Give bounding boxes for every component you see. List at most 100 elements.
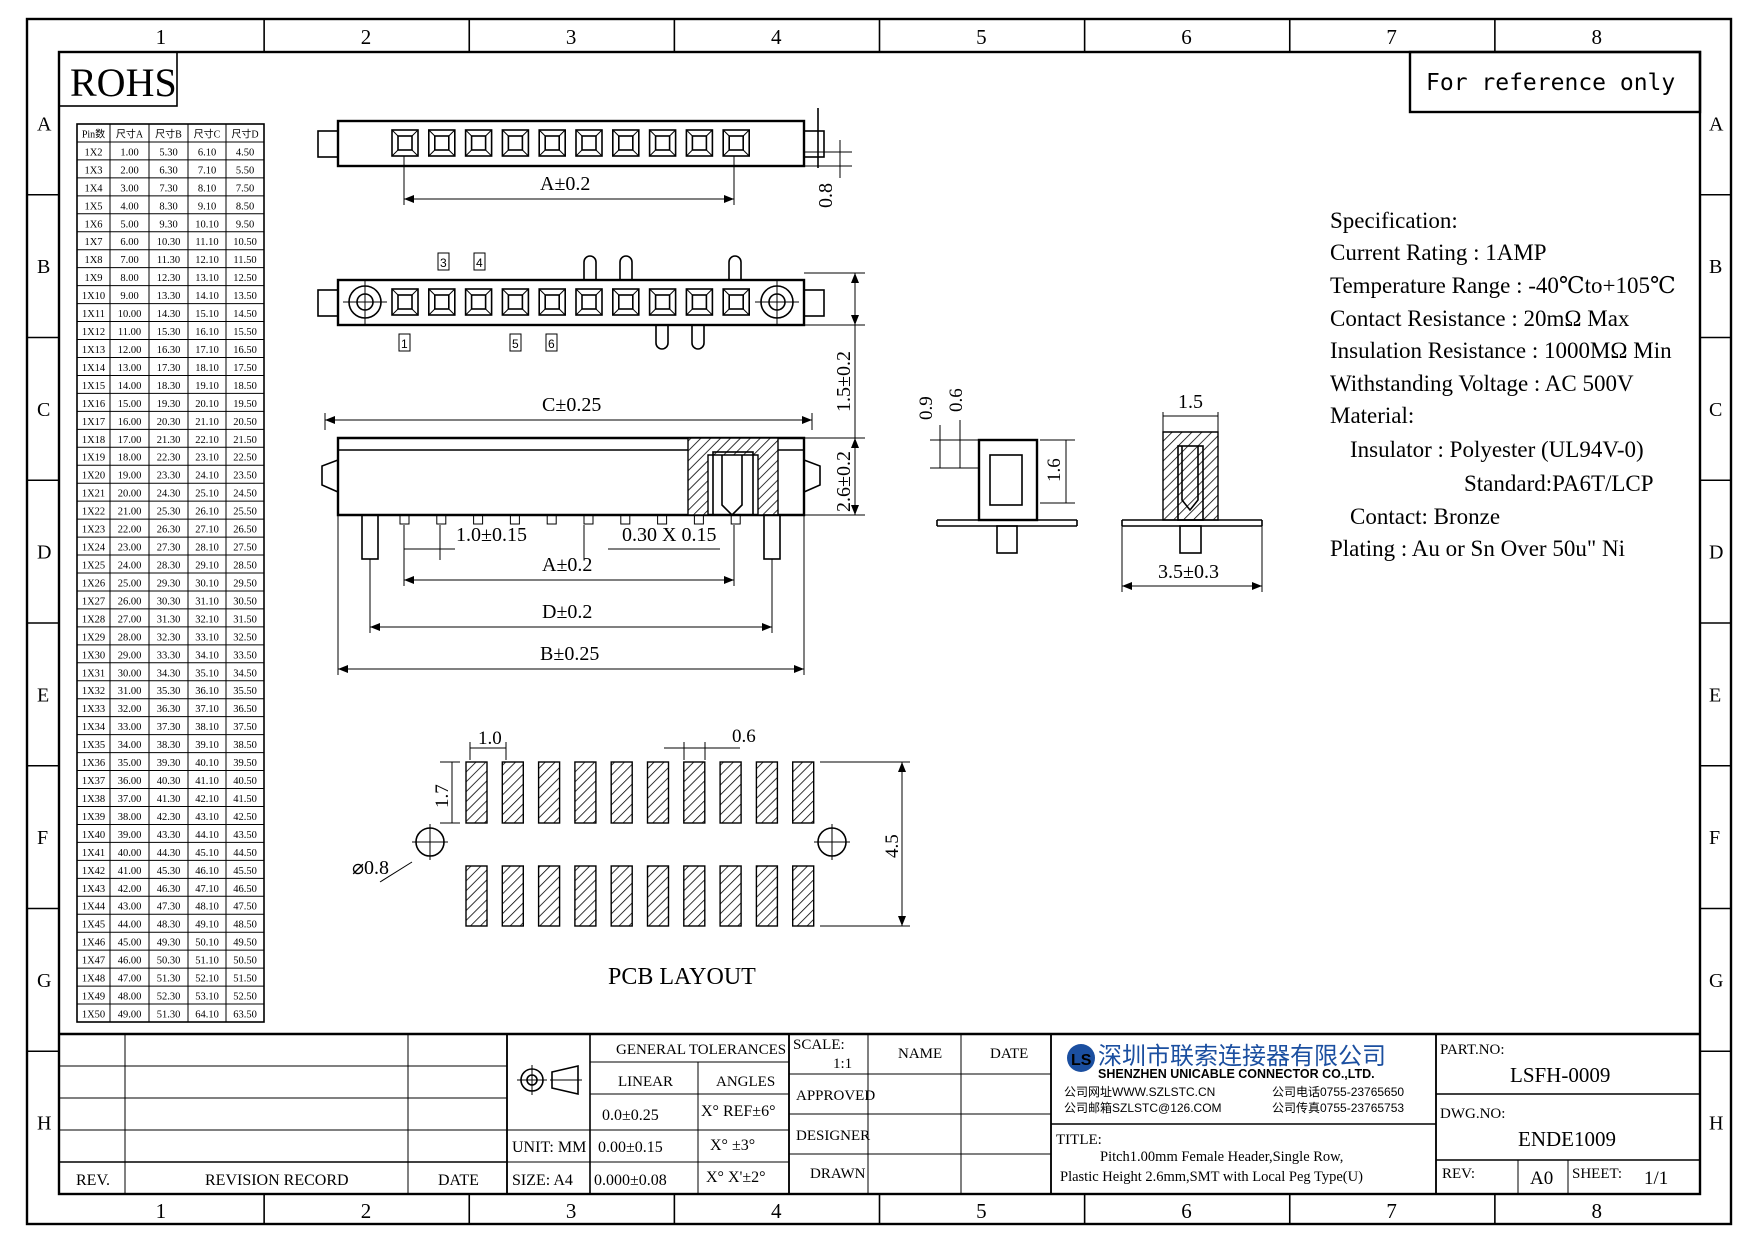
pin-table-cell: 1X8 [84, 255, 102, 266]
pin-table-cell: 32.30 [157, 632, 181, 643]
revision-record-header: REVISION RECORD [205, 1172, 349, 1189]
pcb-pad-top [683, 761, 706, 824]
pin-table-cell: 21.00 [118, 507, 142, 518]
pin-table-cell: 5.50 [236, 165, 254, 176]
pin-table-cell: 51.10 [195, 956, 219, 967]
front-contact-row [391, 288, 751, 316]
size: SIZE: A4 [512, 1172, 573, 1189]
linear-tol-1: 0.0±0.25 [602, 1107, 659, 1124]
pin-table-cell: 50.50 [233, 956, 257, 967]
pin-label-3: 3 [440, 256, 447, 270]
contact-cell [427, 288, 456, 316]
pin-table-cell: 30.00 [118, 668, 142, 679]
pin-table-cell: 18.00 [118, 453, 142, 464]
pin-table-cell: 26.00 [118, 596, 142, 607]
pin-table-cell: 25.10 [195, 489, 219, 500]
pin-table-cell: 1X6 [84, 219, 102, 230]
zone-row-left: D [37, 542, 51, 564]
dim-2-6: 2.6±0.2 [833, 451, 855, 512]
dim-pcb-pad-len: 1.7 [432, 784, 453, 808]
pin-table-cell: 38.30 [157, 740, 181, 751]
pin-table-cell: 31.50 [233, 614, 257, 625]
pin-table-cell: 31.00 [118, 686, 142, 697]
pin-table-cell: 52.50 [233, 992, 257, 1003]
pin-table-cell: 46.10 [195, 866, 219, 877]
pin-table-cell: 10.00 [118, 309, 142, 320]
pin-table-cell: 43.30 [157, 830, 181, 841]
pin-table-cell: 46.30 [157, 884, 181, 895]
pin-table-cell: 9.50 [236, 219, 254, 230]
pin-table-cell: 尺寸D [231, 127, 258, 140]
pin-table-cell: 11.10 [195, 237, 218, 248]
pin-table-cell: 48.30 [157, 920, 181, 931]
pcb-pad-bottom [792, 865, 815, 927]
pin-table-cell: 19.30 [157, 399, 181, 410]
pin-table-cell: 1X28 [82, 614, 105, 625]
designer-label: DESIGNER [796, 1128, 870, 1144]
pin-table-cell: 36.50 [233, 704, 257, 715]
pin-table-cell: 1X11 [82, 309, 105, 320]
pin-label-6: 6 [548, 337, 555, 351]
pin-table-cell: 42.50 [233, 812, 257, 823]
title-line-1: Pitch1.00mm Female Header,Single Row, [1100, 1149, 1343, 1165]
zone-col-top: 2 [361, 25, 372, 49]
zone-row-right: E [1709, 684, 1721, 706]
pin-table-cell: 47.30 [157, 902, 181, 913]
pin-table-cell: 20.30 [157, 417, 181, 428]
pin-table-cell: 50.10 [195, 938, 219, 949]
pin-table-cell: 1X12 [82, 327, 105, 338]
pin-table-cell: 1X45 [82, 920, 105, 931]
zone-row-left: F [37, 827, 48, 849]
pin-table-cell: 44.10 [195, 830, 219, 841]
pin-table-cell: 1X10 [82, 291, 105, 302]
pin-table-cell: 1X34 [82, 722, 106, 733]
pin-table-cell: 48.10 [195, 902, 219, 913]
dim-a-mid: A±0.2 [542, 554, 592, 576]
sheet-label: SHEET: [1572, 1166, 1622, 1182]
scale-value: 1:1 [833, 1056, 852, 1072]
section-pin-legs [399, 514, 741, 525]
contact-cell [391, 288, 419, 316]
zone-col-bottom: 8 [1591, 1199, 1602, 1223]
zone-col-bottom: 1 [156, 1199, 167, 1223]
dim-1-6: 1.6 [1044, 458, 1065, 482]
pin-table-cell: 16.50 [233, 345, 257, 356]
pin-table-cell: 1X46 [82, 938, 105, 949]
dim-end-1-5: 1.5 [1178, 391, 1203, 413]
contact-cell [538, 129, 567, 157]
zone-row-left: G [37, 970, 51, 992]
pin-table-cell: 1X42 [82, 866, 105, 877]
pin-table-cell: 28.30 [157, 561, 181, 572]
pin-table-cell: 29.10 [195, 561, 219, 572]
pin-table-cell: 41.10 [195, 776, 219, 787]
pin-table-cell: 20.10 [195, 399, 219, 410]
pin-table-cell: 33.10 [195, 632, 219, 643]
pin-table-cell: 39.30 [157, 758, 181, 769]
rohs-label: ROHS [70, 60, 177, 105]
pin-table-cell: 30.50 [233, 596, 257, 607]
pin-table-cell: 45.30 [157, 866, 181, 877]
pin-table-cell: 13.50 [233, 291, 257, 302]
zone-col-bottom: 4 [771, 1199, 782, 1223]
pin-table-cell: 40.00 [118, 848, 142, 859]
pin-table-cell: 1X9 [84, 273, 102, 284]
pin-table-cell: 44.50 [233, 848, 257, 859]
pin-table-cell: 9.00 [120, 291, 138, 302]
pin-table-cell: 25.30 [157, 507, 181, 518]
zone-col-bottom: 3 [566, 1199, 577, 1223]
linear-tol-2: 0.00±0.15 [598, 1139, 663, 1156]
pin-table-cell: 37.50 [233, 722, 257, 733]
dim-c: C±0.25 [542, 394, 601, 416]
pin-table-cell: 10.10 [195, 219, 219, 230]
pin-table-cell: 32.10 [195, 614, 219, 625]
pin-table-cell: 47.00 [118, 974, 142, 985]
company-tel: 公司电话0755-23765650 [1272, 1085, 1404, 1099]
pin-table-cell: 2.00 [120, 165, 138, 176]
pin-table-cell: 27.00 [118, 614, 142, 625]
pin-table-cell: 36.10 [195, 686, 219, 697]
pin-table-cell: 33.50 [233, 650, 257, 661]
contact-cell [611, 129, 640, 157]
dim-pin-size: 0.30 X 0.15 [622, 524, 716, 546]
zone-col-top: 4 [771, 25, 782, 49]
